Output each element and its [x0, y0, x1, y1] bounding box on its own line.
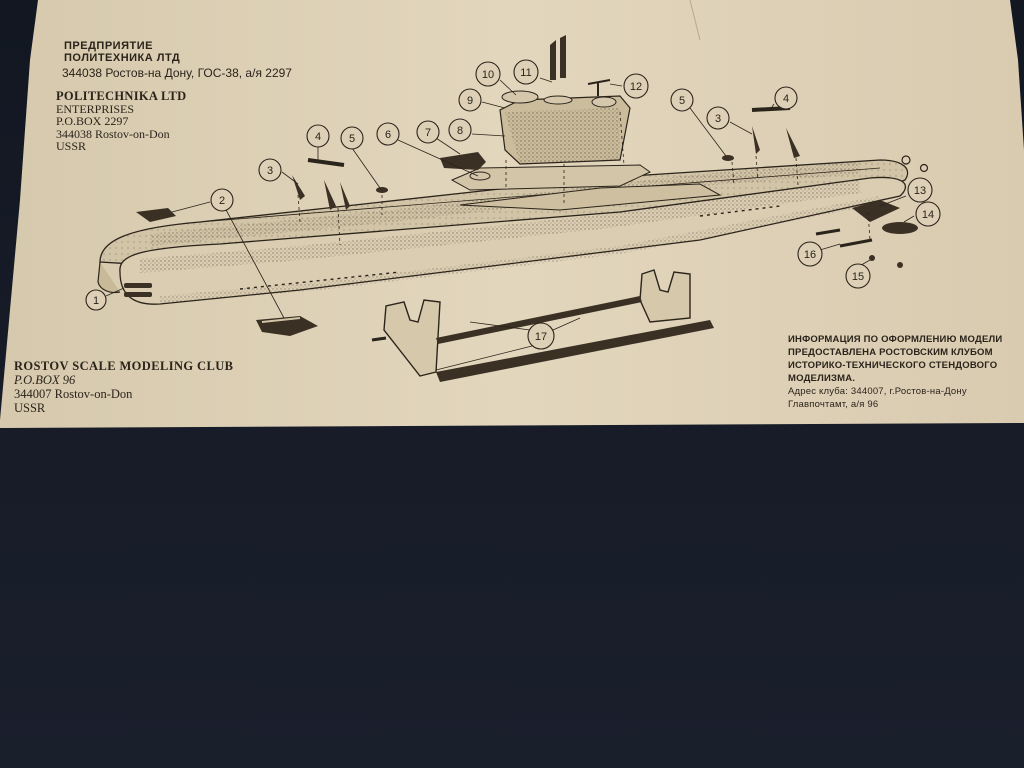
callout-1: 1 [93, 295, 99, 307]
club-line4: USSR [14, 401, 46, 415]
club-line1: ROSTOV SCALE MODELING CLUB [14, 359, 234, 373]
callout-13: 13 [914, 185, 926, 197]
leader-lines [105, 77, 915, 371]
assembly-guides [297, 111, 871, 246]
info-line3: ИСТОРИКО-ТЕХНИЧЕСКОГО СТЕНДОВОГО [788, 360, 998, 371]
info-ru: ИНФОРМАЦИЯ ПО ОФОРМЛЕНИЮ МОДЕЛИ ПРЕДОСТА… [788, 333, 1002, 411]
callout-5-left: 5 [349, 133, 355, 145]
callout-3-right: 3 [715, 113, 721, 125]
info-line6: Главпочтамт, а/я 96 [788, 399, 879, 410]
callout-2: 2 [219, 195, 225, 207]
callout-9: 9 [467, 95, 473, 107]
header-en-line2: ENTERPRISES [56, 101, 135, 116]
callout-5-right: 5 [679, 95, 685, 107]
header-en-line3: P.O.BOX 2297 [56, 114, 129, 128]
conning-tower [440, 35, 651, 191]
info-line5: Адрес клуба: 344007, г.Ростов-на-Дону [788, 386, 967, 397]
header-en: POLITECHNIKA LTD ENTERPRISES P.O.BOX 229… [56, 90, 186, 153]
header-en-line5: USSR [56, 139, 87, 153]
header-ru-line2: ПОЛИТЕХНИКА ЛТД [64, 52, 181, 64]
callout-4-right: 4 [783, 93, 789, 105]
callout-circles [85, 59, 941, 350]
club-line3: 344007 Rostov-on-Don [14, 387, 133, 401]
club-line2: P.O.BOX 96 [14, 373, 76, 387]
callout-8: 8 [457, 125, 463, 137]
callout-11: 11 [520, 67, 531, 79]
fold-line [689, 0, 701, 41]
callout-17: 17 [535, 331, 547, 343]
header-ru-line1: ПРЕДПРИЯТИЕ [64, 40, 153, 52]
header-en-line1: POLITECHNIKA LTD [56, 89, 187, 103]
callout-4-left: 4 [315, 131, 321, 143]
callout-7: 7 [425, 127, 431, 139]
callout-15: 15 [852, 271, 864, 283]
header-ru: ПРЕДПРИЯТИЕ ПОЛИТЕХНИКА ЛТД [64, 40, 180, 64]
header-ru-address: 344038 Ростов-на Дону, ГОС-38, а/я 2297 [62, 66, 292, 80]
info-line4: МОДЕЛИЗМА. [788, 373, 856, 384]
header-en-line4: 344038 Rostov-on-Don [56, 126, 170, 141]
display-stand [371, 269, 714, 382]
submarine-hull [97, 159, 909, 305]
info-line1: ИНФОРМАЦИЯ ПО ОФОРМЛЕНИЮ МОДЕЛИ [788, 334, 1003, 345]
club-address: ROSTOV SCALE MODELING CLUB P.O.BOX 96 34… [14, 359, 233, 415]
callout-3-left: 3 [267, 165, 273, 177]
small-parts [136, 106, 929, 336]
callout-6: 6 [385, 129, 391, 141]
callout-12: 12 [630, 81, 642, 93]
callout-14: 14 [922, 209, 934, 221]
callout-10: 10 [482, 69, 494, 81]
info-line2: ПРЕДОСТАВЛЕНА РОСТОВСКИМ КЛУБОМ [788, 347, 993, 358]
callout-16: 16 [804, 249, 816, 261]
